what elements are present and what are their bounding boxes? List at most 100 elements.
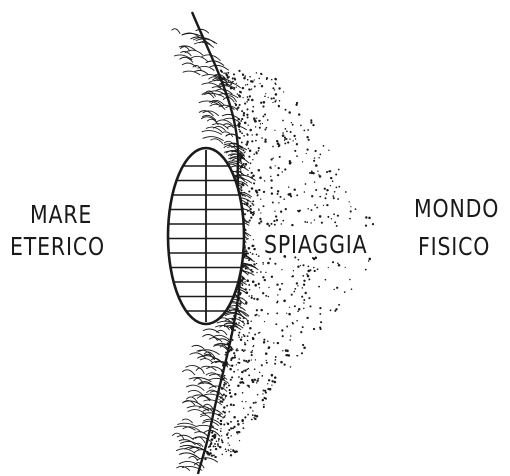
sand-dot — [302, 161, 303, 162]
sand-dot — [368, 217, 371, 220]
sand-dot — [229, 389, 231, 391]
sand-dot — [258, 332, 260, 334]
sand-dot — [271, 374, 274, 377]
wave-stroke — [187, 385, 205, 390]
sand-dot — [242, 277, 244, 279]
sand-dot — [247, 211, 248, 212]
sand-dot — [251, 354, 253, 356]
sand-dot — [228, 449, 230, 451]
sand-dot — [274, 224, 276, 226]
sand-dot — [317, 268, 319, 270]
sand-dot — [252, 346, 254, 348]
sand-dot — [241, 284, 243, 286]
wave-stroke — [189, 456, 198, 460]
sand-dot — [284, 142, 286, 144]
sand-dot — [257, 378, 259, 380]
sand-dot — [273, 97, 275, 99]
sand-dot — [234, 329, 236, 331]
sand-dot — [248, 156, 250, 158]
sand-dot — [243, 360, 245, 362]
sand-dot — [252, 159, 253, 160]
sand-dot — [222, 398, 225, 401]
sand-dot — [247, 98, 249, 100]
sand-dot — [236, 364, 237, 365]
sand-dot — [228, 81, 229, 82]
sand-dot — [350, 206, 351, 207]
sand-dot — [286, 130, 288, 132]
sand-dot — [273, 342, 274, 343]
sand-dot — [311, 170, 313, 172]
sand-dot — [268, 348, 269, 349]
sand-dot — [334, 191, 336, 193]
sand-dot — [268, 97, 269, 98]
sand-dot — [272, 87, 274, 89]
sand-dot — [222, 454, 224, 456]
sand-dot — [272, 202, 274, 204]
sand-dot — [310, 121, 312, 123]
sand-dot — [251, 271, 252, 272]
sand-dot — [239, 137, 241, 139]
sand-dot — [270, 223, 272, 225]
sand-dot — [275, 215, 277, 217]
sand-dot — [302, 264, 304, 266]
sand-dot — [337, 198, 339, 200]
sand-dot — [283, 363, 285, 365]
sand-dot — [262, 399, 264, 401]
wave-stroke — [183, 71, 200, 75]
sand-dot — [332, 195, 334, 197]
sand-dot — [287, 141, 289, 143]
sand-dot — [214, 457, 215, 458]
sand-dot — [306, 153, 307, 154]
sand-dot — [218, 399, 219, 400]
sand-dot — [241, 378, 244, 381]
sand-dot — [226, 387, 228, 389]
sand-dot — [239, 126, 240, 127]
sand-dot — [260, 73, 262, 75]
sand-dot — [369, 258, 372, 261]
sand-dot — [233, 352, 235, 354]
sand-dot — [271, 380, 273, 382]
sand-dot — [211, 438, 214, 441]
sand-dot — [243, 77, 246, 80]
sand-dot — [242, 149, 244, 151]
sand-dot — [252, 381, 255, 384]
sand-dot — [251, 419, 253, 421]
sand-dot — [237, 123, 240, 126]
sand-dot — [242, 321, 244, 323]
sand-dot — [316, 207, 318, 209]
sand-dot — [265, 272, 266, 273]
sand-dot — [300, 125, 302, 127]
sand-dot — [221, 401, 223, 403]
sand-dot — [251, 297, 253, 299]
sand-dot — [368, 260, 370, 262]
sand-dot — [233, 371, 235, 373]
sand-dot — [306, 273, 308, 275]
sand-dot — [227, 437, 229, 439]
sand-dot — [255, 402, 257, 404]
sand-dot — [307, 129, 309, 131]
sand-dot — [230, 421, 232, 423]
sand-dot — [325, 279, 327, 281]
sand-dot — [279, 100, 281, 102]
sand-dot — [254, 368, 256, 370]
wave-stroke — [195, 437, 204, 442]
wave-stroke — [196, 368, 204, 373]
sand-dot — [275, 165, 276, 166]
sand-dot — [234, 355, 236, 357]
sand-dot — [285, 349, 288, 352]
sand-dot — [277, 301, 279, 303]
sand-dot — [233, 426, 235, 428]
sand-dot — [243, 370, 244, 371]
sand-dot — [318, 286, 320, 288]
sand-dot — [314, 204, 316, 206]
sand-dot — [292, 124, 294, 126]
sand-dot — [246, 368, 248, 370]
sand-dot — [229, 392, 231, 394]
sand-dot — [298, 259, 300, 261]
sand-dot — [229, 368, 232, 371]
sand-dot — [254, 86, 256, 88]
sand-dot — [290, 131, 292, 133]
sand-dot — [259, 177, 262, 180]
sand-dot — [336, 187, 338, 189]
sand-dot — [291, 294, 293, 296]
